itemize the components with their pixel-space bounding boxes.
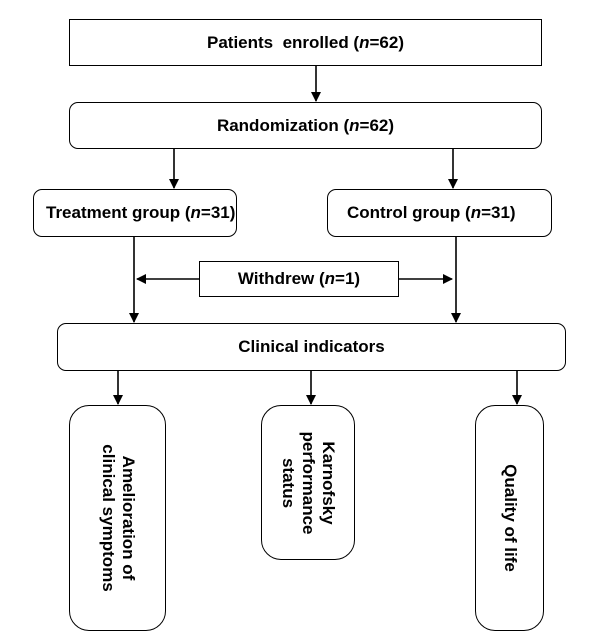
karnofsky-line1: Karnofsky (319, 440, 338, 525)
karnofsky-line3: status (279, 457, 298, 508)
patients-enrolled-label: Patients enrolled ( (207, 32, 360, 52)
quality-of-life-line1: Quality of life (500, 464, 520, 572)
withdrew-n: n (324, 269, 336, 288)
amelioration-text: Amelioration of clinical symptoms (98, 444, 138, 591)
clinical-indicators-box: Clinical indicators (57, 323, 566, 371)
patients-enrolled-box: Patients enrolled (n=62) (69, 19, 542, 66)
control-group-value: =31) (481, 203, 516, 222)
control-group-label: Control group ( (347, 203, 471, 222)
patients-enrolled-value: =62) (369, 32, 404, 52)
patients-enrolled-n: n (359, 32, 370, 52)
quality-of-life-box: Quality of life (475, 405, 544, 631)
randomization-value: =62) (359, 115, 395, 135)
clinical-indicators-label: Clinical indicators (238, 337, 385, 356)
control-group-n: n (470, 203, 482, 222)
amelioration-line2: clinical symptoms (98, 444, 118, 592)
randomization-box: Randomization (n=62) (69, 102, 542, 149)
treatment-group-box: Treatment group (n=31) (33, 189, 237, 237)
amelioration-box: Amelioration of clinical symptoms (69, 405, 166, 631)
withdrew-value: =1) (335, 269, 361, 288)
withdrew-label: Withdrew ( (237, 269, 325, 288)
treatment-group-value: =31) (200, 203, 236, 222)
karnofsky-text: Karnofsky performance status (278, 431, 338, 534)
karnofsky-box: Karnofsky performance status (261, 405, 355, 560)
treatment-group-label: Treatment group ( (46, 203, 191, 222)
control-group-box: Control group (n=31) (327, 189, 552, 237)
amelioration-line1: Amelioration of (118, 455, 138, 581)
randomization-n: n (349, 115, 360, 135)
karnofsky-line2: performance (299, 431, 318, 534)
treatment-group-n: n (190, 203, 201, 222)
quality-of-life-text: Quality of life (500, 464, 520, 572)
randomization-label: Randomization ( (216, 115, 350, 135)
withdrew-box: Withdrew (n=1) (199, 261, 399, 297)
